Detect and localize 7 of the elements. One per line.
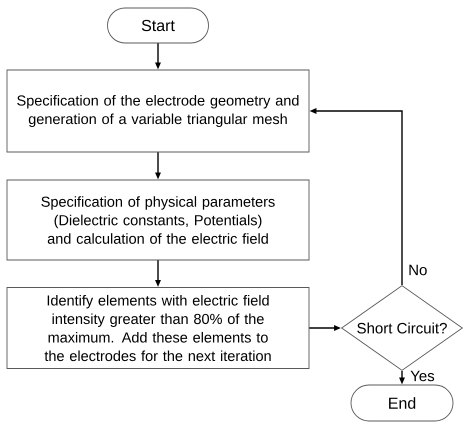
process-box: Specification of the electrode geometry and generation of a variable triangular mesh (6, 70, 310, 152)
end-terminator: End (350, 384, 454, 422)
process-box: Specification of physical parameters (Dielectric constants, Potentials) and calculation of the electric field (6, 180, 310, 260)
edge-label: No (407, 264, 428, 276)
edge-label: Yes (409, 370, 436, 382)
process-box: Identify elements with electric field intensity greater than 80% of the maximum. Add these elements to the electrodes for the next iteration (6, 287, 310, 369)
start-terminator: Start (107, 8, 209, 44)
